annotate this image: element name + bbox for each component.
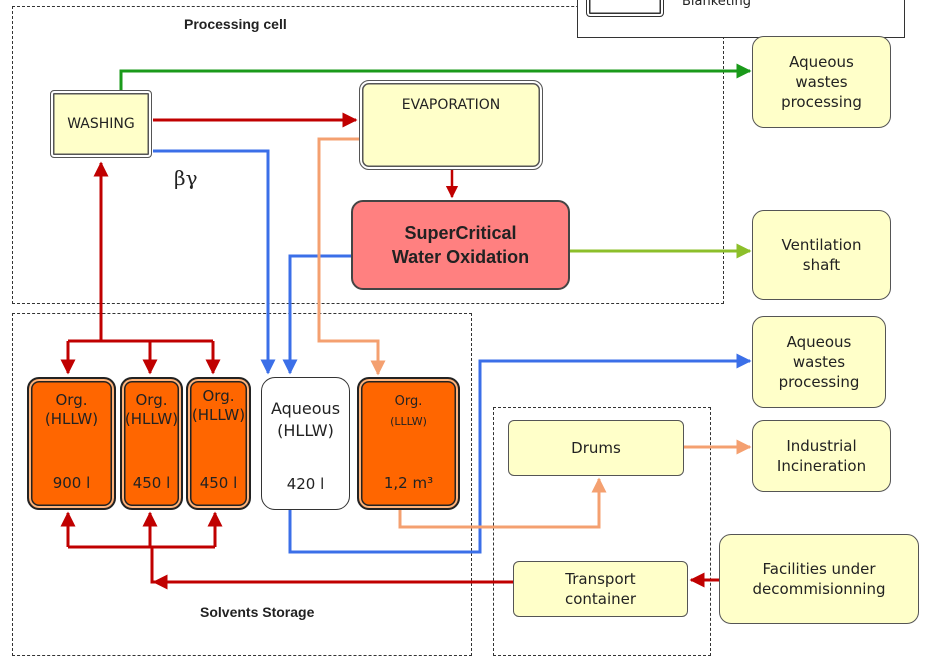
ventilation-box: Ventilation shaft (752, 210, 891, 300)
aqueous-wastes-mid-box: Aqueous wastes processing (752, 316, 886, 408)
scwo-line2: Water Oxidation (391, 247, 530, 267)
aqueous-top-l2: wastes (795, 73, 848, 91)
processing-cell-title: Processing cell (184, 16, 287, 32)
beta-gamma-label: βγ (174, 166, 198, 190)
tank4-volume: 420 l (286, 475, 325, 493)
transport-l2: container (564, 590, 637, 608)
tank3-volume: 450 l (199, 474, 238, 492)
arrow-washing-to-aqueous (119, 63, 752, 90)
drums-box: Drums (508, 420, 684, 476)
tank1-label1: Org. (55, 391, 88, 409)
facilities-l1: Facilities under (762, 560, 876, 578)
aqueous-wastes-top-box: Aqueous wastes processing (752, 36, 891, 128)
solvents-storage-zone (12, 313, 472, 656)
drums-label: Drums (571, 439, 621, 457)
transport-container-box: Transport container (513, 561, 688, 617)
arrow-washing-to-aqueous-tank (153, 149, 276, 375)
arrow-evaporation-to-lllw (317, 137, 386, 376)
tank-org-450-a: Org.(HLLW) 450 l (120, 377, 183, 510)
aqueous-top-l3: processing (781, 93, 862, 111)
legend-label: Blanketing (682, 0, 751, 9)
processing-cell-zone (12, 6, 724, 304)
tank2-volume: 450 l (132, 474, 171, 492)
tank3-label1: Org. (202, 387, 235, 405)
legend: Blanketing (577, 0, 905, 38)
industrial-l1: Industrial (786, 437, 857, 455)
aqueous-mid-l2: wastes (792, 353, 846, 371)
facilities-l2: decommisionning (752, 580, 886, 598)
tank3-label2: (HLLW) (191, 406, 246, 424)
industrial-incineration-box: Industrial Incineration (752, 420, 891, 492)
washing-box: WASHING (50, 90, 152, 158)
evaporation-label: EVAPORATION (401, 97, 501, 113)
solvents-storage-title: Solvents Storage (200, 604, 315, 620)
aqueous-mid-l3: processing (778, 373, 860, 391)
tank1-label2: (HLLW) (44, 410, 99, 428)
facilities-box: Facilities under decommisionning (719, 534, 919, 624)
tank1-volume: 900 l (52, 474, 91, 492)
tank-org-lllw: Org. (LLLW) 1,2 m³ (357, 377, 460, 510)
scwo-box: SuperCritical Water Oxidation (351, 200, 570, 290)
ventilation-l2: shaft (802, 256, 841, 274)
tank4-label2: (HLLW) (277, 421, 334, 440)
aqueous-mid-l1: Aqueous (786, 333, 852, 351)
arrow-aqueous-tank-to-processing (288, 353, 752, 554)
tank5-label1: Org. (394, 394, 423, 409)
legend-swatch (586, 0, 664, 17)
arrow-transport-to-tanks (150, 547, 513, 584)
washing-label: WASHING (67, 116, 135, 132)
aqueous-top-l1: Aqueous (789, 53, 854, 71)
scwo-line1: SuperCritical (404, 223, 517, 243)
industrial-l2: Incineration (776, 457, 867, 475)
tank5-label2: (LLLW) (390, 415, 427, 428)
tank2-label2: (HLLW) (124, 410, 179, 428)
evaporation-box: EVAPORATION (359, 80, 543, 170)
drums-zone (493, 407, 711, 656)
transport-l1: Transport (565, 570, 636, 588)
tank-aqueous-420: Aqueous (HLLW) 420 l (261, 377, 350, 510)
tank4-label1: Aqueous (270, 399, 341, 418)
tank-org-900: Org.(HLLW) 900 l (27, 377, 116, 510)
tank5-volume: 1,2 m³ (383, 474, 434, 492)
ventilation-l1: Ventilation (781, 236, 862, 254)
tank-org-450-b: Org.(HLLW) 450 l (186, 377, 251, 510)
arrow-lllw-to-drums (398, 477, 607, 529)
tank2-label1: Org. (135, 391, 168, 409)
arrow-scwo-to-aqueous-tank (282, 254, 351, 375)
